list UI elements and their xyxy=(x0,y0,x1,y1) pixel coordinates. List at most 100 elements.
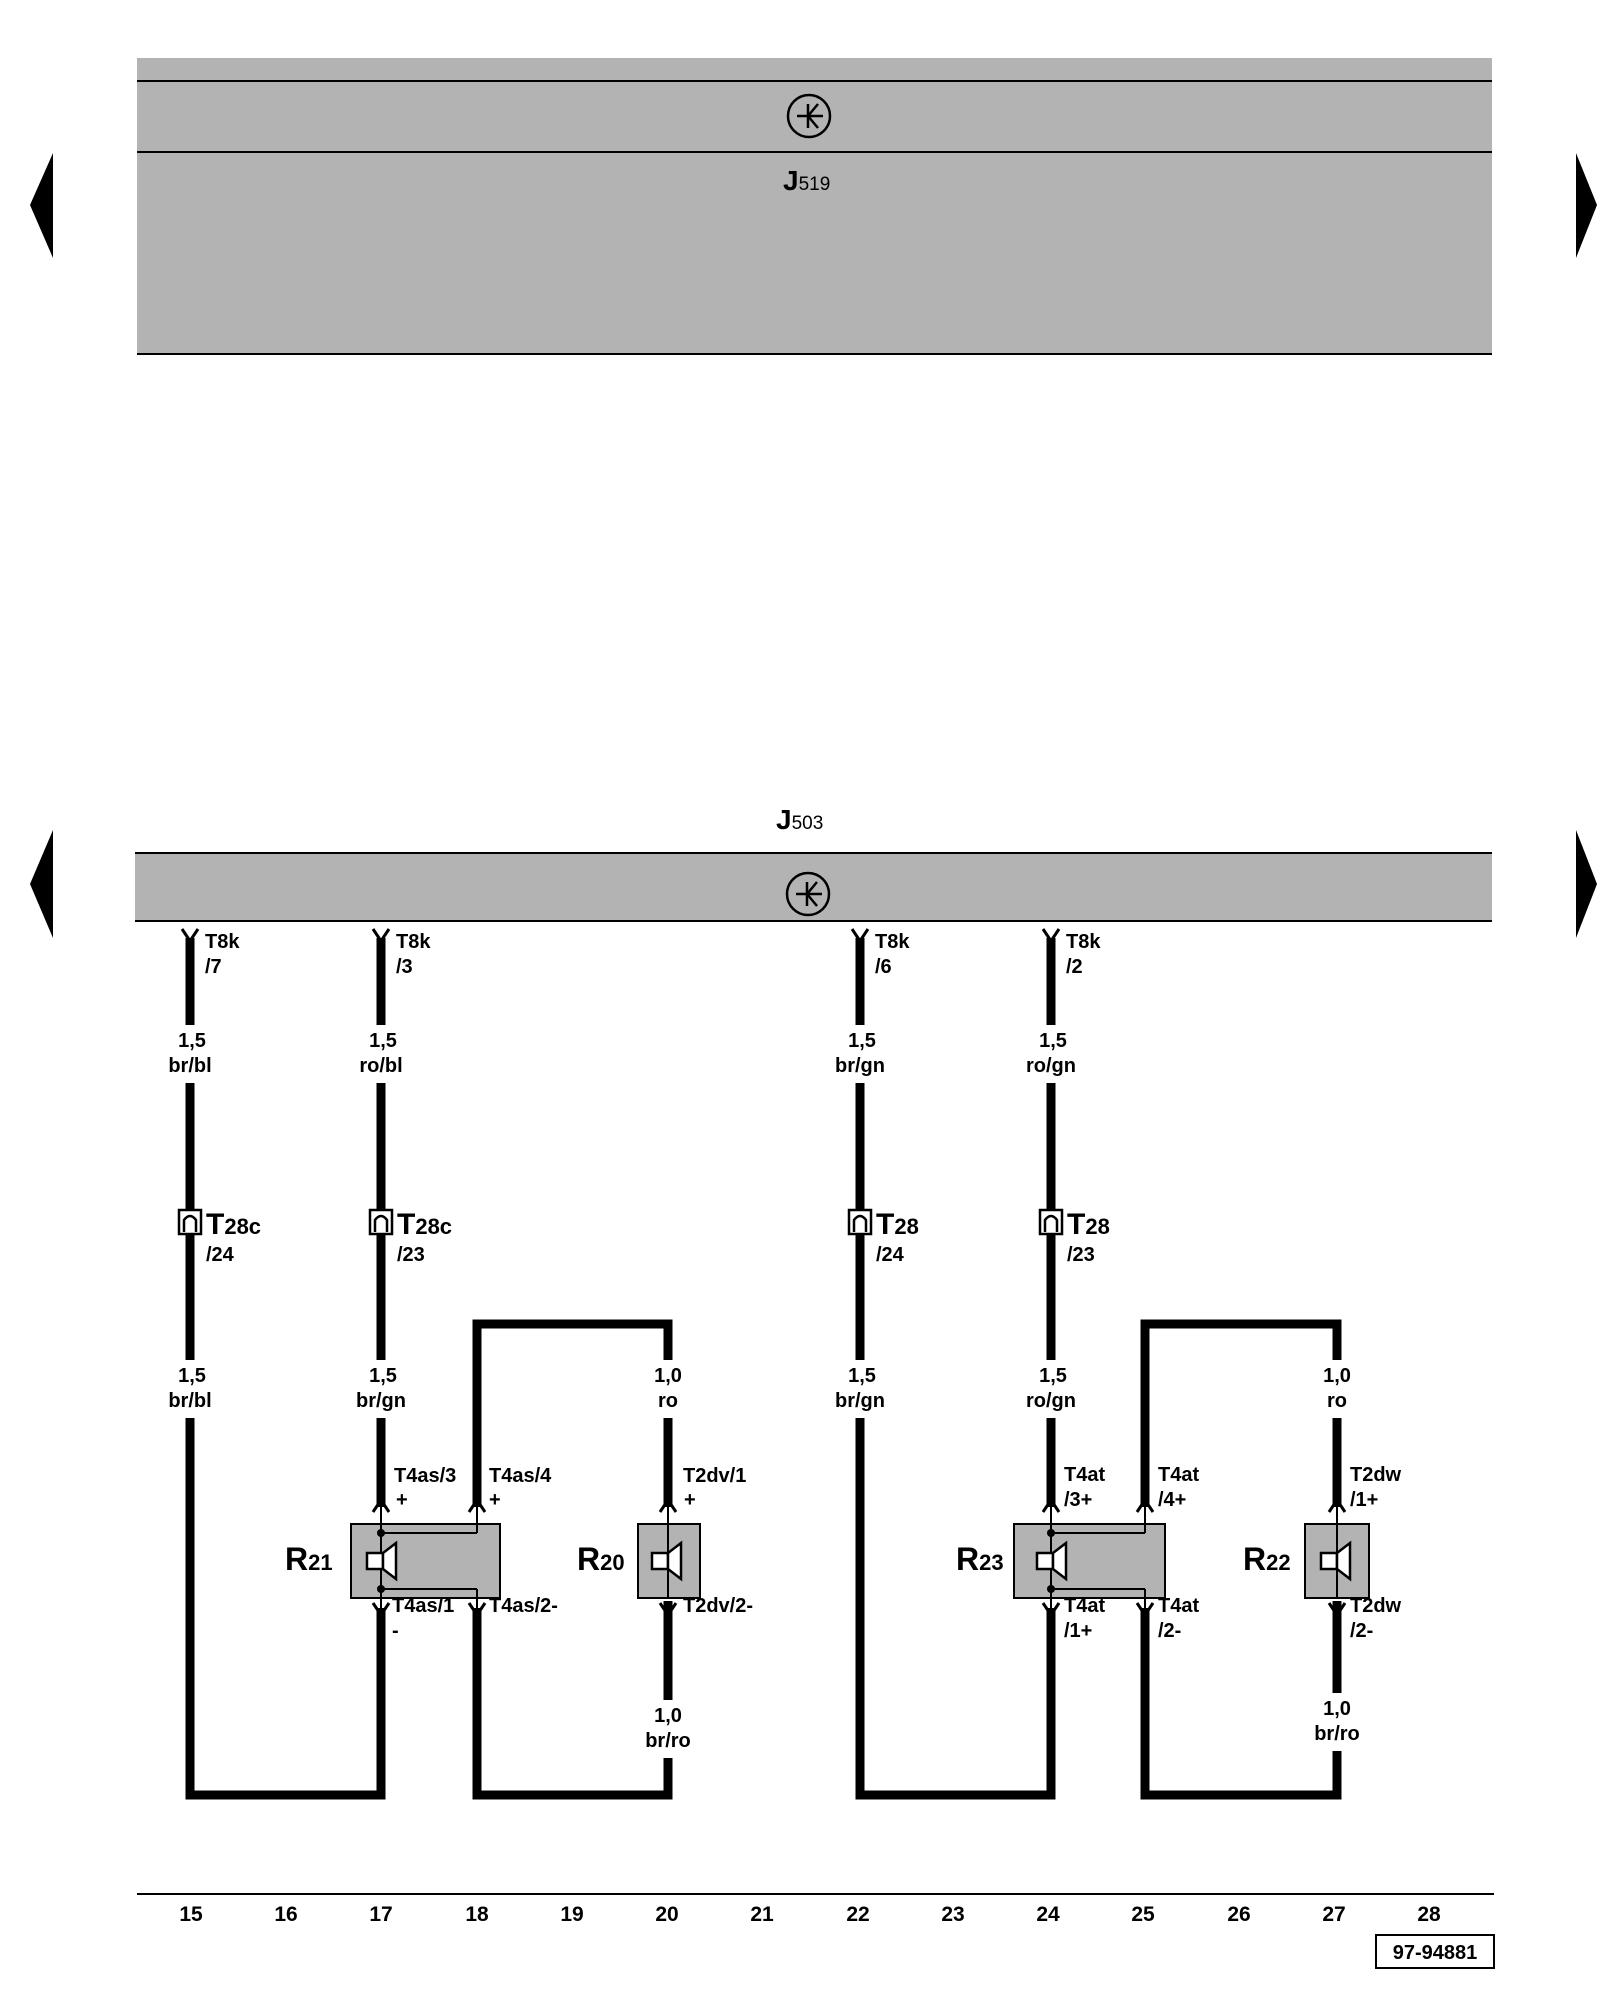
wire-br-ro-lower-left xyxy=(472,1601,673,1800)
svg-text:R23: R23 xyxy=(956,1541,1004,1577)
svg-text:T4at: T4at xyxy=(1064,1595,1105,1617)
svg-text:1,5: 1,5 xyxy=(848,1365,876,1387)
grid-number: 26 xyxy=(1227,1903,1250,1926)
svg-text:/7: /7 xyxy=(205,956,222,978)
pin-label-t8k-2: T8k /2 xyxy=(1066,931,1101,978)
svg-text:T4as/2-: T4as/2- xyxy=(489,1595,558,1617)
svg-text:T2dw: T2dw xyxy=(1350,1595,1402,1617)
svg-text:1,5: 1,5 xyxy=(369,1365,397,1387)
svg-text:T4as/1: T4as/1 xyxy=(392,1595,454,1617)
wire-label-brro-left: 1,0 br/ro xyxy=(645,1705,691,1752)
speaker-icon xyxy=(650,1540,683,1582)
wire-label-lower-3: 1,5 br/gn xyxy=(835,1365,885,1412)
svg-text:T4as/3: T4as/3 xyxy=(394,1465,456,1487)
transistor-icon xyxy=(785,871,831,917)
svg-text:/2-: /2- xyxy=(1158,1620,1181,1642)
svg-text:T28: T28 xyxy=(1067,1208,1110,1241)
svg-text:T8k: T8k xyxy=(396,931,431,953)
speaker-r21: R21 xyxy=(285,1507,501,1608)
svg-text:/3: /3 xyxy=(396,956,413,978)
nav-arrow-left-bottom[interactable] xyxy=(30,830,53,938)
nav-arrow-left-top[interactable] xyxy=(30,153,53,258)
j519-label: J519 xyxy=(783,165,830,196)
pin-label-t8k-6: T8k /6 xyxy=(875,931,910,978)
j503-label: J503 xyxy=(776,804,823,835)
wiring xyxy=(150,938,1378,1800)
wire-label-brro-right: 1,0 br/ro xyxy=(1314,1698,1360,1745)
pin-label-t8k-7: T8k /7 xyxy=(205,931,240,978)
grid-number: 28 xyxy=(1417,1903,1441,1926)
control-unit-j519: J519 xyxy=(137,58,1492,355)
svg-text:1,0: 1,0 xyxy=(654,1705,682,1727)
grid-number: 27 xyxy=(1322,1903,1345,1926)
svg-text:1,5: 1,5 xyxy=(848,1030,876,1052)
svg-text:ro: ro xyxy=(1327,1390,1347,1412)
grid-number: 22 xyxy=(846,1903,869,1926)
nav-arrow-right-top[interactable] xyxy=(1576,153,1597,258)
svg-text:1,0: 1,0 xyxy=(1323,1365,1351,1387)
wire-label-upper-4: 1,5 ro/gn xyxy=(1026,1030,1076,1077)
grid-number: 19 xyxy=(560,1903,583,1926)
connector-t28c-24: T28c /24 xyxy=(177,1208,261,1266)
speaker-r23: R23 xyxy=(956,1507,1166,1608)
grid-number: 23 xyxy=(941,1903,964,1926)
svg-text:/3+: /3+ xyxy=(1064,1489,1092,1511)
svg-text:ro/gn: ro/gn xyxy=(1026,1055,1076,1077)
speaker-pin-labels: T4as/3 + T4as/4 + T4as/1 - T4as/2- T2dv/… xyxy=(392,1464,1402,1642)
nav-arrow-right-bottom[interactable] xyxy=(1576,830,1597,938)
speaker-icon xyxy=(365,1540,398,1582)
svg-text:1,5: 1,5 xyxy=(178,1365,206,1387)
j503-pin-markers xyxy=(180,928,1061,944)
svg-text:T28c: T28c xyxy=(397,1208,452,1241)
wire-label-upper-1: 1,5 br/bl xyxy=(168,1030,211,1077)
speaker-r22: R22 xyxy=(1243,1507,1370,1599)
grid-number: 18 xyxy=(465,1903,489,1926)
svg-text:/23: /23 xyxy=(1067,1244,1095,1266)
svg-text:/2-: /2- xyxy=(1350,1620,1373,1642)
svg-text:T28c: T28c xyxy=(206,1208,261,1241)
svg-text:T2dv/2-: T2dv/2- xyxy=(683,1595,753,1617)
svg-text:/24: /24 xyxy=(876,1244,905,1266)
grid-number: 24 xyxy=(1036,1903,1060,1926)
svg-text:T2dv/1: T2dv/1 xyxy=(683,1465,746,1487)
svg-text:R20: R20 xyxy=(577,1541,625,1577)
svg-text:br/gn: br/gn xyxy=(835,1390,885,1412)
svg-text:97-94881: 97-94881 xyxy=(1393,1942,1478,1964)
svg-text:R21: R21 xyxy=(285,1541,333,1577)
svg-text:+: + xyxy=(396,1489,408,1511)
svg-text:br/gn: br/gn xyxy=(835,1055,885,1077)
grid-number: 17 xyxy=(369,1903,392,1926)
svg-text:T4at: T4at xyxy=(1158,1464,1199,1486)
speaker-pin-markers xyxy=(371,1497,1347,1618)
svg-text:/6: /6 xyxy=(875,956,892,978)
connector-t28-24: T28 /24 xyxy=(847,1208,919,1266)
wire-label-ro-left: 1,0 ro xyxy=(654,1365,682,1412)
speaker-icon xyxy=(1319,1540,1352,1582)
svg-text:/1+: /1+ xyxy=(1064,1620,1092,1642)
svg-text:/1+: /1+ xyxy=(1350,1489,1378,1511)
transistor-icon xyxy=(786,93,832,139)
svg-text:T4as/4: T4as/4 xyxy=(489,1465,552,1487)
svg-text:br/bl: br/bl xyxy=(168,1390,211,1412)
svg-text:/23: /23 xyxy=(397,1244,425,1266)
wire-label-lower-2: 1,5 br/gn xyxy=(356,1365,406,1412)
svg-text:T8k: T8k xyxy=(1066,931,1101,953)
pin-label-t8k-3: T8k /3 xyxy=(396,931,431,978)
svg-text:1,5: 1,5 xyxy=(1039,1030,1067,1052)
svg-text:1,5: 1,5 xyxy=(178,1030,206,1052)
svg-text:/2: /2 xyxy=(1066,956,1083,978)
svg-text:br/ro: br/ro xyxy=(1314,1723,1360,1745)
svg-text:-: - xyxy=(392,1620,399,1642)
svg-text:ro: ro xyxy=(658,1390,678,1412)
svg-text:br/bl: br/bl xyxy=(168,1055,211,1077)
svg-text:T28: T28 xyxy=(876,1208,919,1241)
grid-number: 15 xyxy=(179,1903,203,1926)
svg-text:T2dw: T2dw xyxy=(1350,1464,1402,1486)
svg-text:1,0: 1,0 xyxy=(1323,1698,1351,1720)
svg-text:T4at: T4at xyxy=(1064,1464,1105,1486)
svg-text:T4at: T4at xyxy=(1158,1595,1199,1617)
speaker-r20: R20 xyxy=(577,1507,701,1599)
svg-text:/4+: /4+ xyxy=(1158,1489,1186,1511)
svg-text:1,5: 1,5 xyxy=(369,1030,397,1052)
svg-text:T8k: T8k xyxy=(205,931,240,953)
